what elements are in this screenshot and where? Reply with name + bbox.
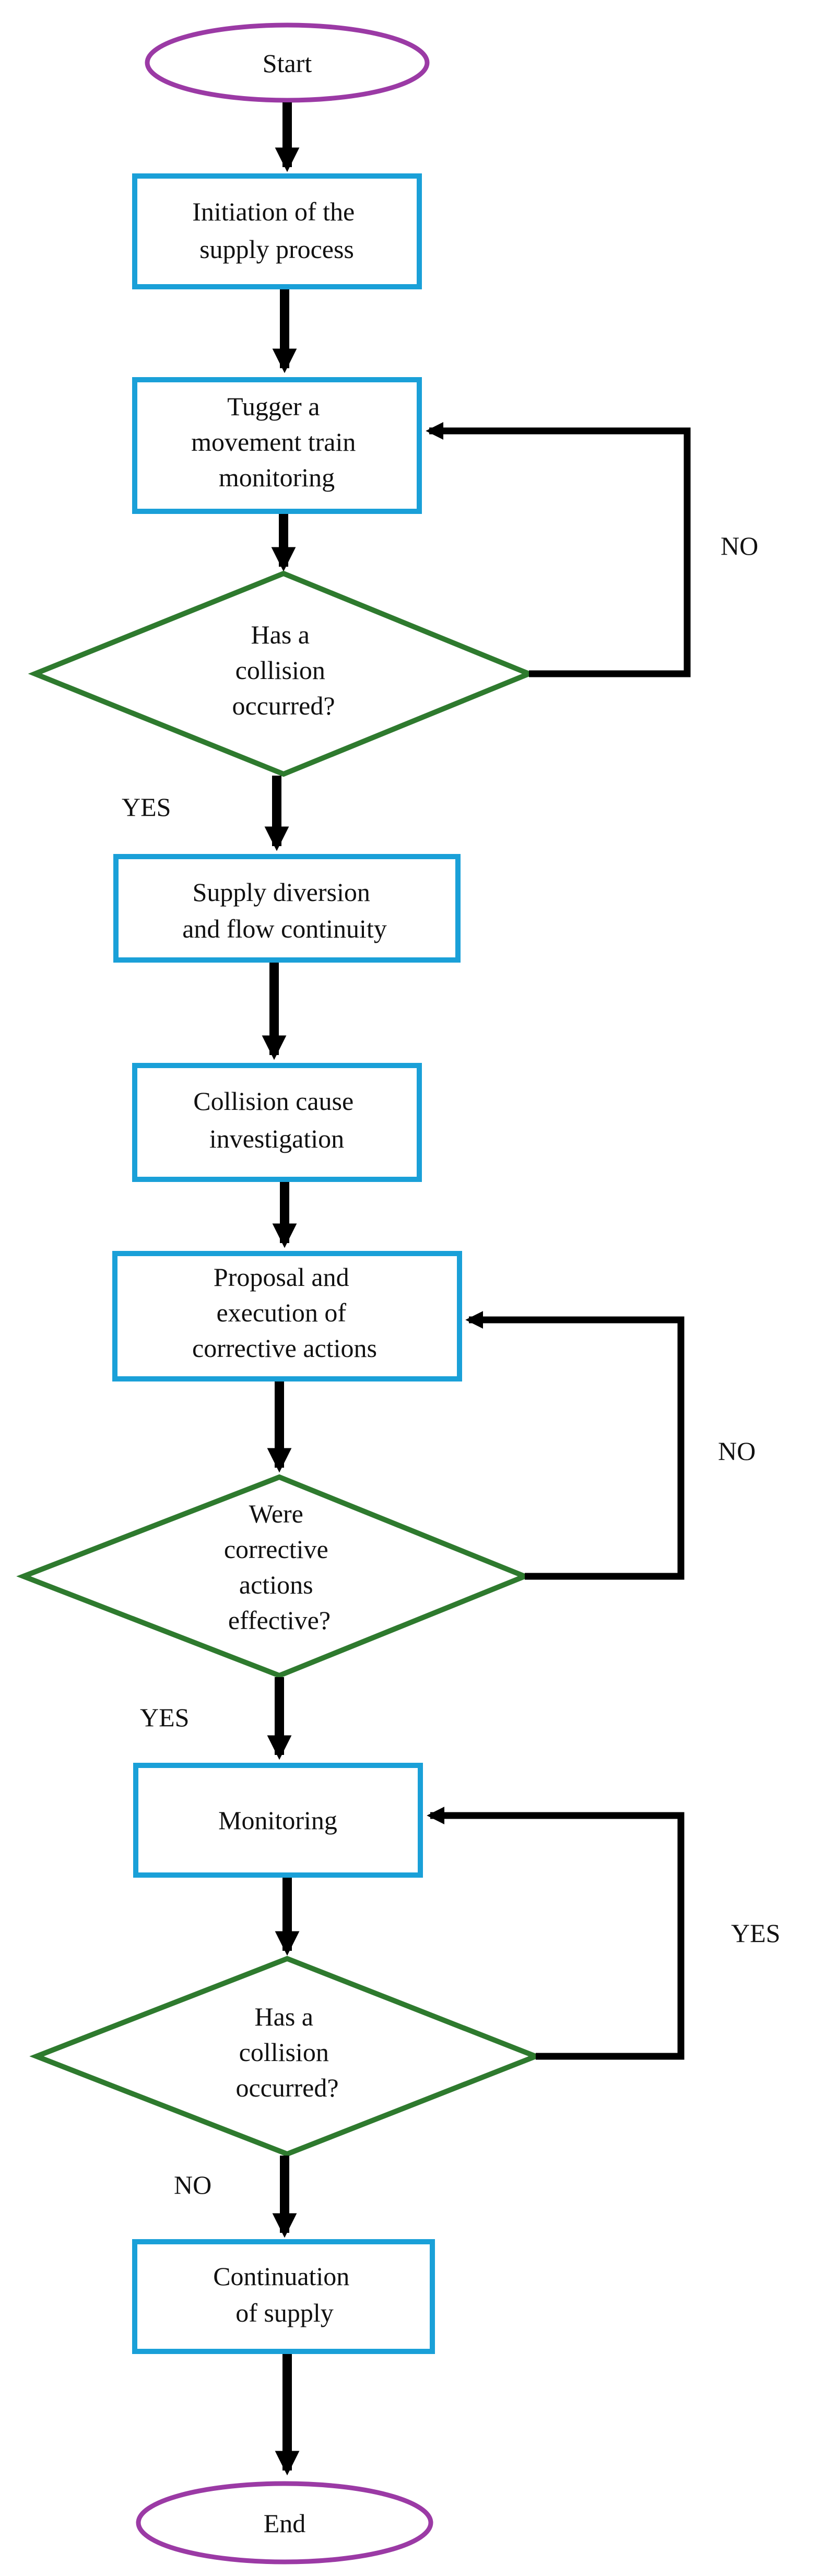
effective-no-loop xyxy=(465,1311,685,1580)
tugger-process-box xyxy=(132,377,422,514)
investigation-process-box xyxy=(132,1063,422,1182)
monitoring-process-box xyxy=(133,1763,423,1878)
effective-no-label: NO xyxy=(718,1436,756,1466)
monitoring-label: Monitoring xyxy=(218,1806,337,1835)
end-terminal xyxy=(136,2481,433,2565)
initiation-process-box xyxy=(132,173,422,289)
collision2-no-label: NO xyxy=(174,2170,211,2199)
collision1-no-label: NO xyxy=(721,531,758,560)
collision1-no-loop xyxy=(426,422,691,677)
end-label: End xyxy=(264,2509,306,2538)
collision2-yes-loop xyxy=(427,1807,685,2060)
start-terminal xyxy=(145,22,430,103)
investigation-label: Collision cause investigation xyxy=(193,1086,360,1153)
initiation-label: Initiation of the supply process xyxy=(192,197,361,264)
proposal-label: Proposal and execution of corrective act… xyxy=(192,1262,377,1363)
diversion-process-box xyxy=(113,854,461,963)
collision2-label: Has a collision occurred? xyxy=(235,2002,338,2102)
effective-yes-label: YES xyxy=(140,1703,189,1732)
start-label: Start xyxy=(263,49,312,78)
continuation-label: Continuation of supply xyxy=(213,2262,356,2327)
collision2-yes-label: YES xyxy=(731,1918,780,1948)
collision1-decision xyxy=(28,570,536,777)
tugger-label: Tugger a movement train monitoring xyxy=(191,392,362,492)
continuation-process-box xyxy=(132,2239,435,2354)
effective-label: Were corrective actions effective? xyxy=(224,1499,335,1635)
collision1-label: Has a collision occurred? xyxy=(232,620,335,720)
effective-decision xyxy=(16,1474,532,1679)
collision1-yes-label: YES xyxy=(122,792,171,822)
collision2-decision xyxy=(29,1956,543,2157)
diversion-label: Supply diversion and flow continuity xyxy=(182,877,387,943)
proposal-process-box xyxy=(112,1251,462,1381)
